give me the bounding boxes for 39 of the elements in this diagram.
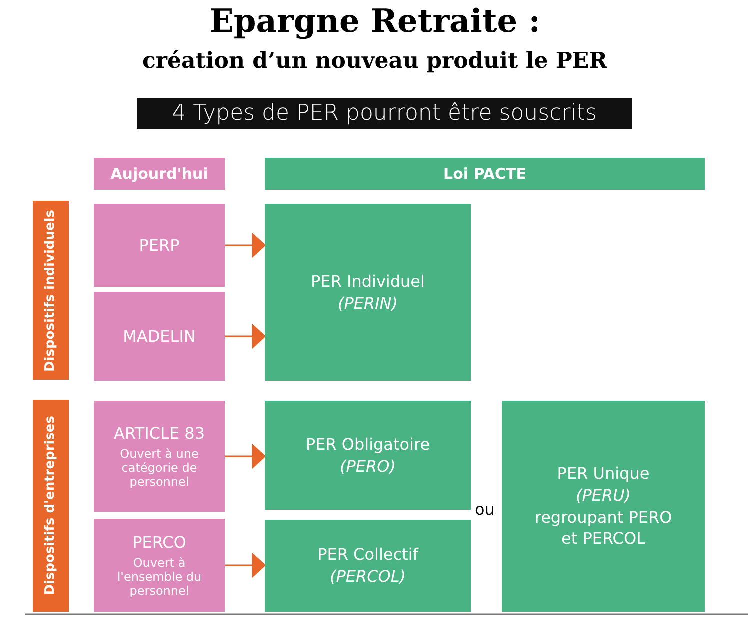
- plan-name: ARTICLE 83: [112, 423, 206, 445]
- plan-name: PER Collectif: [316, 544, 420, 566]
- header-label: Loi PACTE: [442, 164, 528, 184]
- subtitle: création d’un nouveau produit le PER: [142, 48, 608, 74]
- banner-text: 4 Types de PER pourront être souscrits: [137, 98, 632, 129]
- plan-name: MADELIN: [122, 326, 197, 348]
- band-label: Dispositifs individuels: [42, 210, 60, 372]
- plan-note: Ouvert à l'ensemble du personnel: [116, 554, 203, 599]
- plan-name: PER Individuel: [310, 270, 426, 292]
- plan-name: PER Unique: [556, 463, 651, 485]
- arrow: [224, 444, 266, 468]
- arrow: [224, 324, 266, 348]
- arrow: [224, 554, 266, 578]
- arrow: [224, 234, 266, 258]
- band-label: Dispositifs d'entreprises: [42, 416, 60, 596]
- new-plan-box: [265, 401, 471, 510]
- category-band: [33, 201, 69, 380]
- new-plan-box: [502, 401, 705, 612]
- header-box: [94, 158, 225, 190]
- plan-note: (PERIN): [336, 292, 400, 314]
- header-box: [265, 158, 705, 190]
- title: Epargne Retraite :: [208, 2, 542, 40]
- current-plan-box: [94, 401, 225, 512]
- new-plan-box: [265, 520, 471, 612]
- plan-note: (PERCOL): [328, 566, 408, 588]
- plan-note: regroupant PERO et PERCOL: [534, 506, 674, 550]
- plan-name: PER Obligatoire: [304, 434, 432, 456]
- current-plan-box: [94, 204, 225, 287]
- plan-note: Ouvert à une catégorie de personnel: [119, 446, 200, 490]
- plan-note: (PERO): [339, 456, 397, 478]
- header-label: Aujourd'hui: [110, 164, 210, 184]
- plan-name: PERP: [138, 234, 181, 256]
- plan-name: PERCO: [132, 532, 188, 554]
- plan-note: (PERU): [574, 484, 632, 506]
- category-band: [33, 400, 69, 612]
- new-plan-box: [265, 204, 471, 381]
- current-plan-box: [94, 519, 225, 612]
- connector-word: ou: [475, 500, 495, 519]
- current-plan-box: [94, 292, 225, 381]
